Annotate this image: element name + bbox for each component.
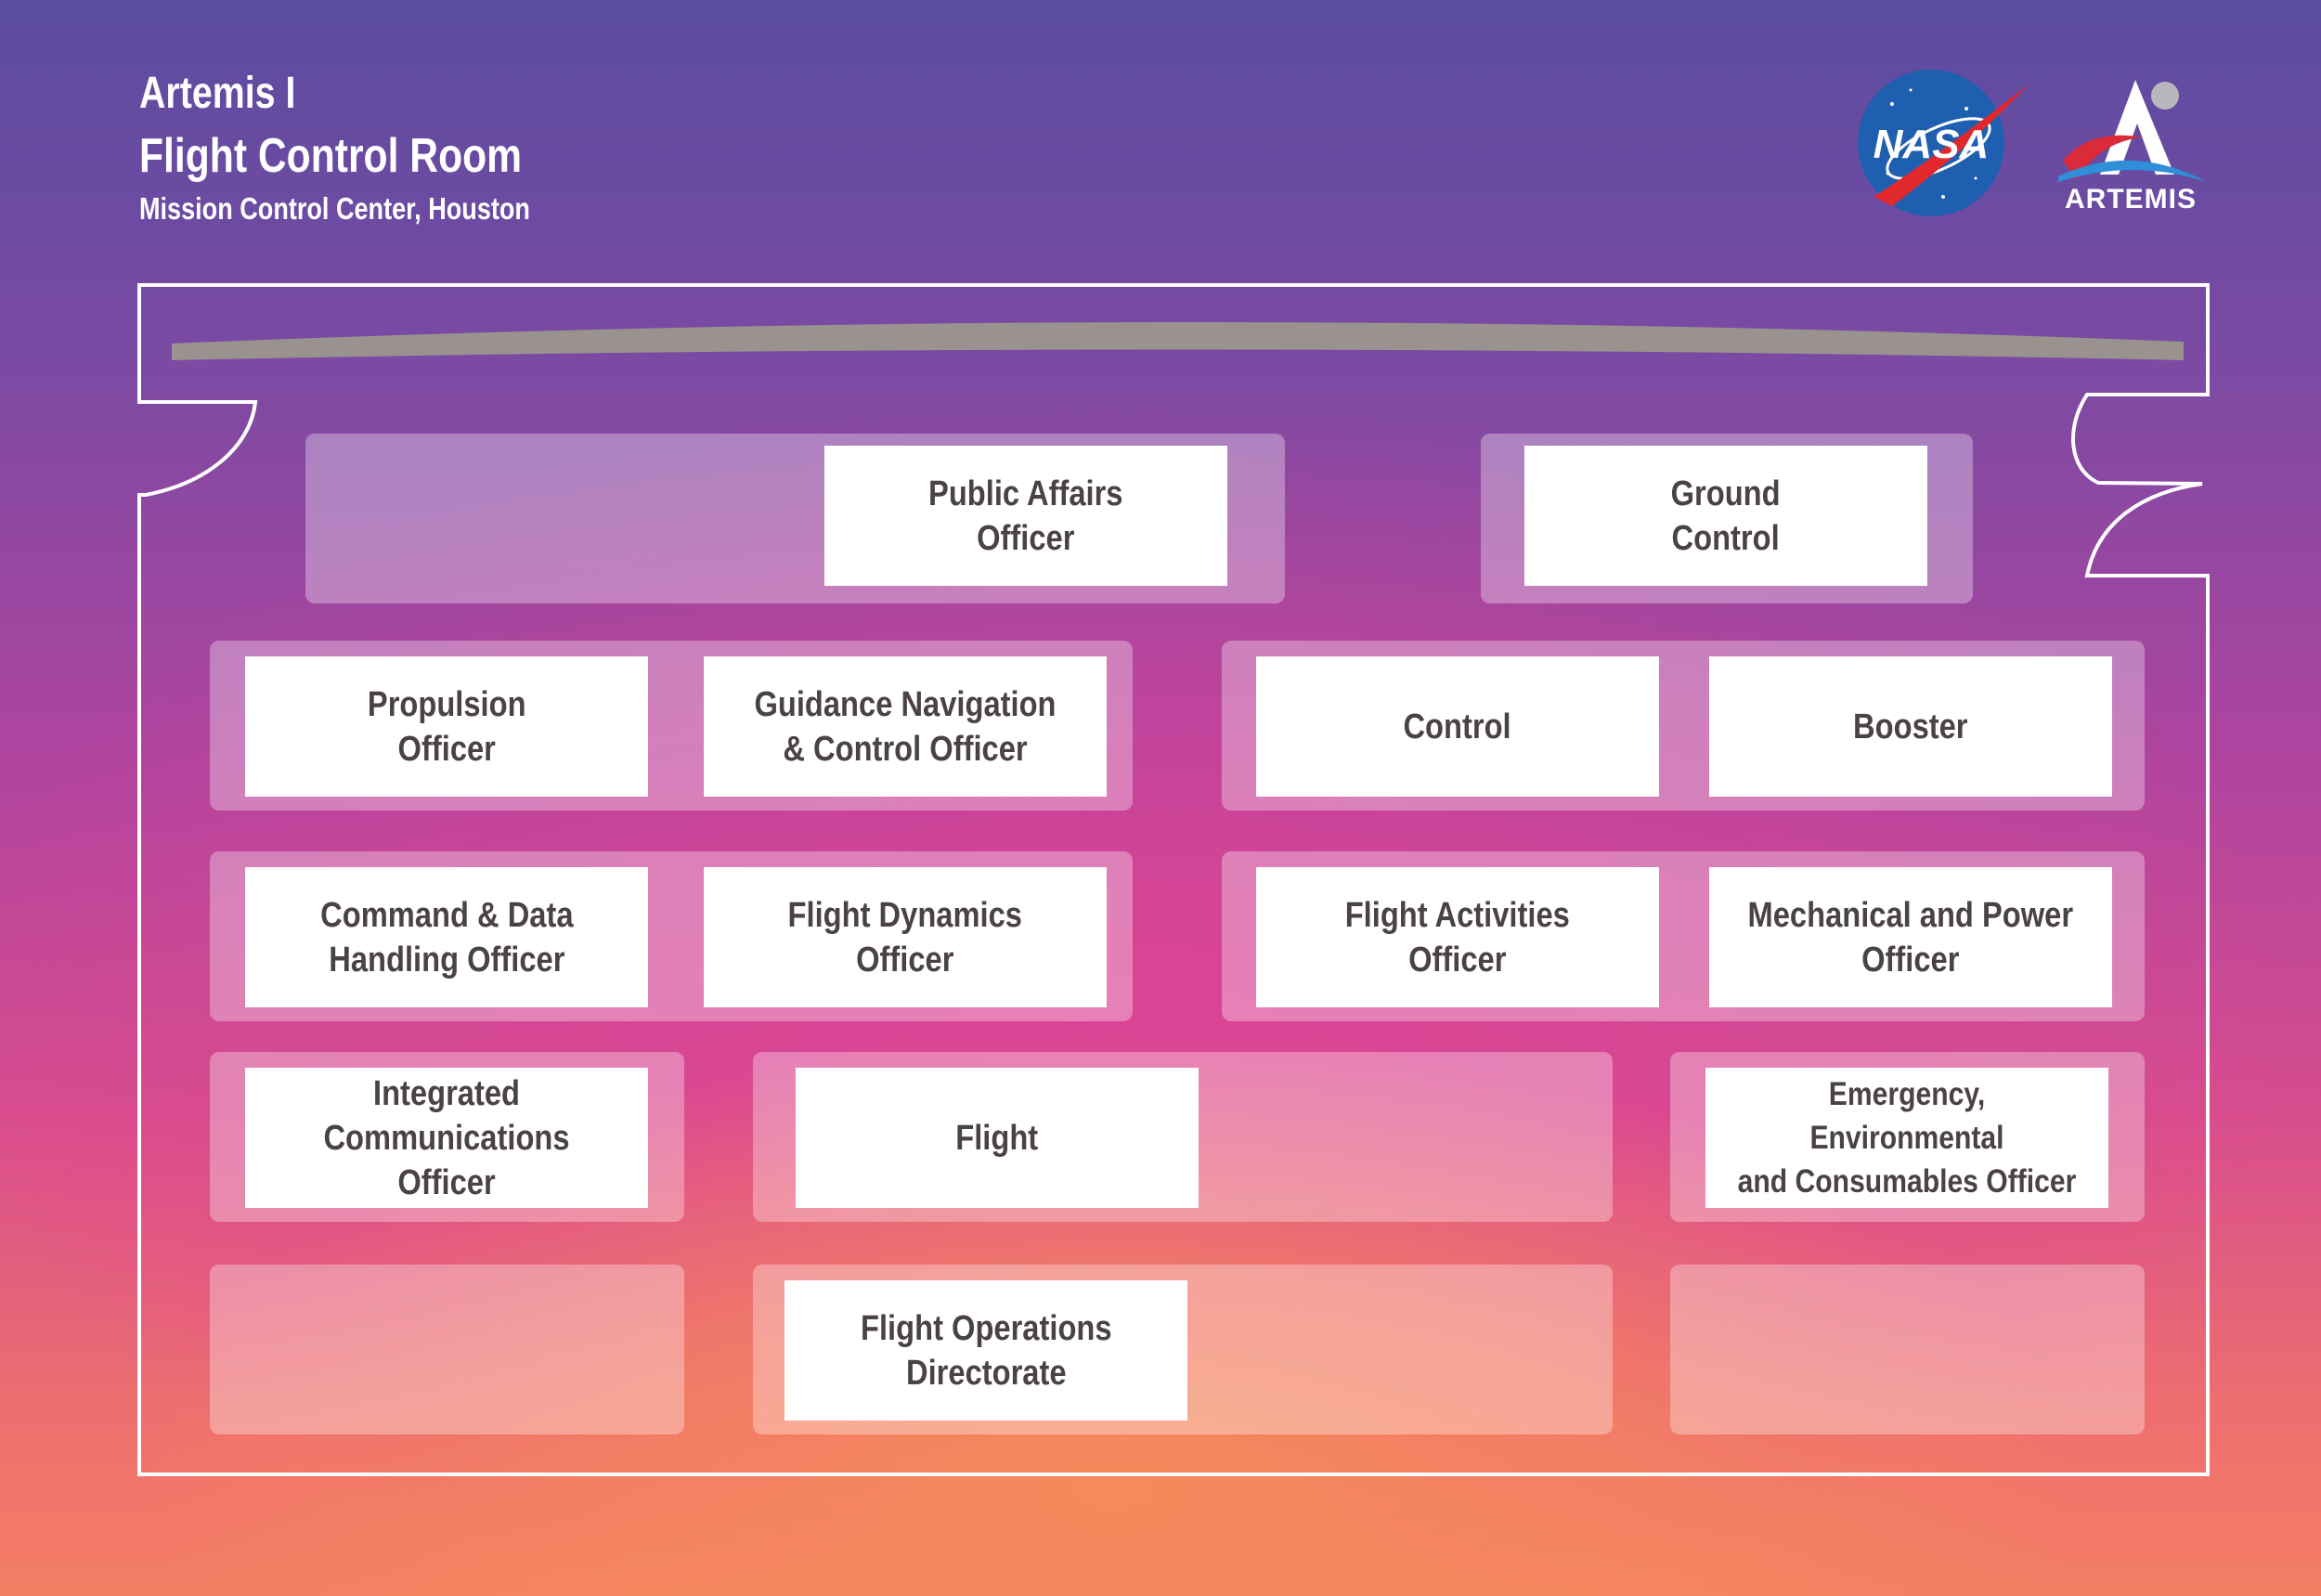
video-wall-screen [172,321,2184,360]
artemis-wordmark: ARTEMIS [2065,184,2197,214]
nasa-logo: NASA [1858,70,2029,216]
artemis-logo [2058,80,2207,182]
station-flight-activities-officer: Flight Activities Officer [1256,867,1659,1007]
station-ground-control: Ground Control [1524,446,1927,586]
station-propulsion-officer: Propulsion Officer [245,656,648,797]
station-mechanical-power-officer: Mechanical and Power Officer [1709,867,2112,1007]
title-block: Artemis I Flight Control Room Mission Co… [139,63,616,230]
console-row-5-left [210,1265,684,1434]
station-command-data-handling-officer: Command & Data Handling Officer [245,867,648,1007]
subtitle: Mission Control Center, Houston [139,191,530,226]
station-flight-dynamics-officer: Flight Dynamics Officer [704,867,1107,1007]
station-guidance-navigation-control-officer: Guidance Navigation & Control Officer [704,656,1107,797]
station-booster: Booster [1709,656,2112,797]
nasa-logo-text: NASA [1874,122,1990,167]
station-flight-operations-directorate: Flight Operations Directorate [784,1280,1187,1421]
title-line-1: Artemis I [139,69,296,118]
station-control: Control [1256,656,1659,797]
console-row-5-right [1670,1265,2145,1434]
station-flight: Flight [796,1068,1199,1208]
title-line-2: Flight Control Room [139,129,523,183]
station-emergency-environmental-consumables-officer: Emergency, Environmental and Consumables… [1705,1068,2108,1208]
station-public-affairs-officer: Public Affairs Officer [824,446,1227,586]
station-integrated-communications-officer: Integrated Communications Officer [245,1068,648,1208]
